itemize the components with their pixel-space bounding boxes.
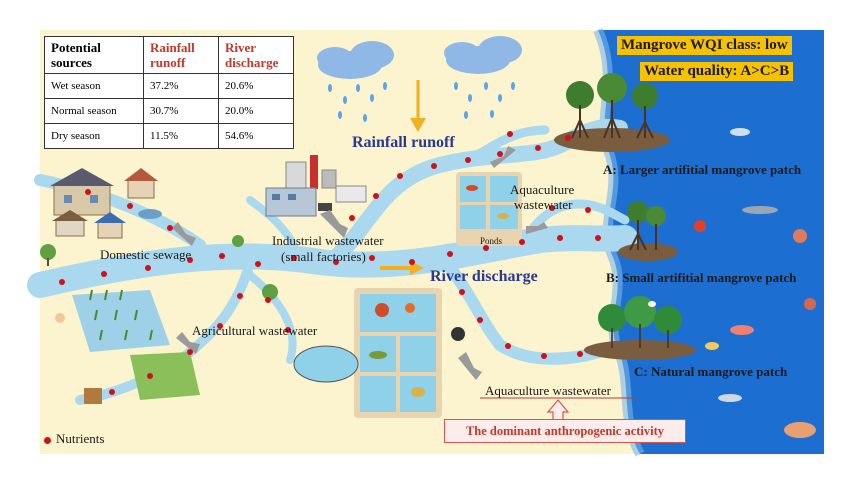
table-cell: Dry season bbox=[44, 123, 144, 149]
aquaculture-top-label: Aquaculture bbox=[510, 182, 575, 197]
sea-life bbox=[648, 128, 816, 438]
ponds-label: Ponds bbox=[480, 236, 503, 246]
branch-agri-2 bbox=[246, 271, 297, 364]
agricultural-label: Agricultural wastewater bbox=[192, 323, 318, 338]
patch-a-label: A: Larger artifitial mangrove patch bbox=[603, 162, 802, 177]
agriculture-illustration bbox=[55, 284, 278, 404]
legend-nutrients-label: Nutrients bbox=[56, 431, 105, 446]
rainfall-runoff-label: Rainfall runoff bbox=[352, 134, 455, 151]
branch-industrial bbox=[246, 196, 304, 264]
table-cell: 20.6% bbox=[218, 73, 294, 99]
table-cell: 11.5% bbox=[143, 123, 219, 149]
dominant-activity-box: The dominant anthropogenic activity bbox=[444, 419, 686, 443]
industrial-label: Industrial wastewater bbox=[272, 233, 384, 248]
river-discharge-label: River discharge bbox=[430, 268, 538, 285]
table-cell: 20.0% bbox=[218, 98, 294, 124]
table-cell: 30.7% bbox=[143, 98, 219, 124]
table-cell: 54.6% bbox=[218, 123, 294, 149]
mangrove-patch-a bbox=[554, 73, 670, 152]
table-header: Rainfall runoff bbox=[143, 36, 219, 74]
ponds-top-illustration bbox=[456, 172, 522, 246]
table-cell: 37.2% bbox=[143, 73, 219, 99]
aquaculture-bottom-label: Aquaculture wastewater bbox=[485, 383, 611, 398]
factory-illustration bbox=[232, 155, 367, 247]
legend: Nutrients bbox=[44, 431, 104, 447]
cloud-left bbox=[317, 41, 394, 79]
patch-c-label: C: Natural mangrove patch bbox=[634, 364, 788, 379]
wqi-badge: Mangrove WQI class: low bbox=[617, 36, 792, 55]
domestic-sewage-label: Domestic sewage bbox=[100, 247, 192, 262]
nutrient-dot-icon bbox=[44, 436, 51, 444]
branch-aqua-bottom bbox=[434, 249, 611, 365]
table-header: Potential sources bbox=[44, 36, 144, 74]
ponds-bottom-illustration bbox=[293, 288, 442, 418]
main-river bbox=[27, 225, 638, 298]
table-row: Dry season 11.5% 54.6% bbox=[44, 123, 294, 149]
nutrient-dots bbox=[59, 131, 601, 395]
table-cell: Normal season bbox=[44, 98, 144, 124]
potential-sources-table: Potential sources Rainfall runoff River … bbox=[44, 36, 294, 149]
aquaculture-top-sublabel: wastewater bbox=[514, 197, 573, 212]
river-network bbox=[27, 118, 638, 405]
table-row: Normal season 30.7% 20.0% bbox=[44, 98, 294, 124]
table-cell: Wet season bbox=[44, 73, 144, 99]
pump-icon bbox=[451, 327, 465, 341]
cloud-right bbox=[444, 36, 522, 74]
shoreline bbox=[593, 27, 645, 457]
patch-b-label: B: Small artifitial mangrove patch bbox=[606, 270, 797, 285]
branch-aqua-top bbox=[520, 199, 630, 245]
table-header-row: Potential sources Rainfall runoff River … bbox=[44, 36, 294, 74]
rain-drops bbox=[328, 82, 515, 122]
water-quality-badge: Water quality: A>C>B bbox=[640, 62, 794, 81]
input-arrows bbox=[172, 146, 548, 380]
houses-illustration bbox=[40, 168, 162, 266]
industrial-sublabel: (small factories) bbox=[281, 249, 366, 264]
table-row: Wet season 37.2% 20.6% bbox=[44, 73, 294, 99]
branch-upper-tip bbox=[465, 125, 550, 165]
table-header: River discharge bbox=[218, 36, 294, 74]
mangrove-patch-b bbox=[618, 201, 678, 261]
rainfall-arrow bbox=[410, 80, 426, 132]
